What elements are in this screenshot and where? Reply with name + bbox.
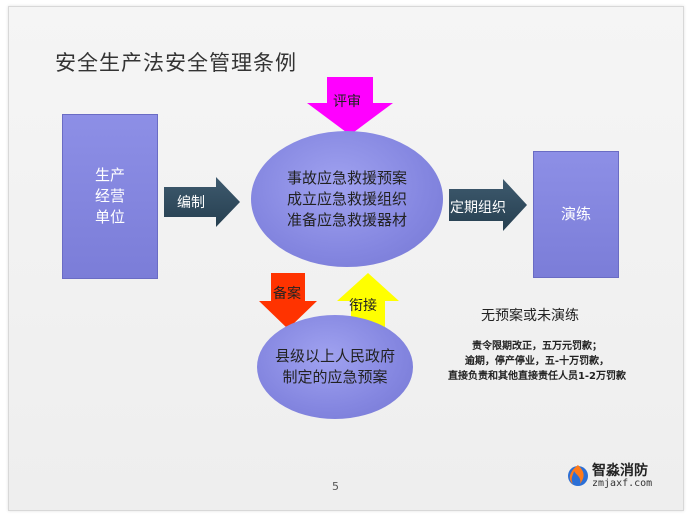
drill-label: 演练: [560, 205, 591, 223]
logo-url: zmjaxf.com: [592, 478, 653, 489]
slide-title: 安全生产法安全管理条例: [55, 51, 297, 75]
drill-box: 演练: [533, 151, 619, 278]
gov-ellipse: 县级以上人民政府 制定的应急预案: [257, 315, 413, 419]
logo: 智淼消防 zmjaxf.com: [566, 459, 676, 493]
center-ellipse: 事故应急救援预案 成立应急救援组织 准备应急救援器材: [251, 131, 443, 267]
penalty-heading: 无预案或未演练: [481, 308, 579, 324]
logo-name: 智淼消防: [592, 463, 648, 479]
unit-box-line2: 经营: [94, 187, 125, 205]
center-line1: 事故应急救援预案: [286, 168, 407, 187]
penalty-line2: 逾期，停产停业，五-十万罚款，: [464, 356, 610, 367]
center-line3: 准备应急救援器材: [286, 210, 407, 229]
link-label: 衔接: [349, 298, 377, 314]
review-label: 评审: [333, 94, 361, 110]
regular-label: 定期组织: [450, 200, 506, 216]
review-arrow: [307, 77, 393, 135]
filing-arrow: [259, 273, 317, 329]
gov-line1: 县级以上人民政府: [274, 347, 395, 365]
penalty-line3: 直接负责和其他直接责任人员1-2万罚款: [447, 371, 627, 382]
filing-label: 备案: [273, 286, 301, 302]
unit-box-line3: 单位: [94, 208, 125, 226]
flame-logo-icon: [568, 465, 588, 486]
unit-box-line1: 生产: [94, 166, 125, 184]
center-line2: 成立应急救援组织: [286, 189, 407, 208]
gov-line2: 制定的应急预案: [282, 368, 388, 386]
penalty-text: 责令限期改正，五万元罚款； 逾期，停产停业，五-十万罚款， 直接负责和其他直接责…: [419, 339, 655, 384]
page-number: 5: [332, 480, 339, 493]
penalty-line1: 责令限期改正，五万元罚款；: [472, 341, 602, 352]
unit-box: 生产 经营 单位: [62, 114, 158, 279]
slide: 安全生产法安全管理条例 生产 经营 单位 编制 评审 事故应急救援预案 成立应急…: [8, 6, 684, 511]
compile-label: 编制: [177, 195, 205, 211]
compile-arrow: [164, 177, 240, 227]
regular-arrow: [449, 179, 527, 231]
